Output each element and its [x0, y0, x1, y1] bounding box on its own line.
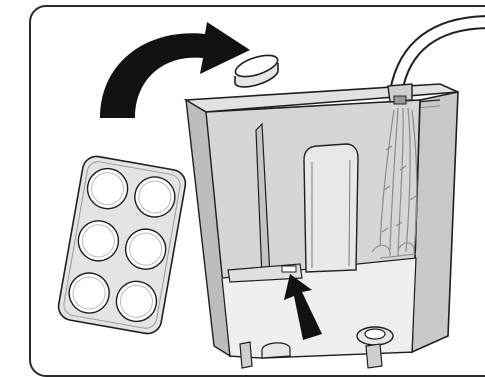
water-tank	[186, 84, 458, 368]
